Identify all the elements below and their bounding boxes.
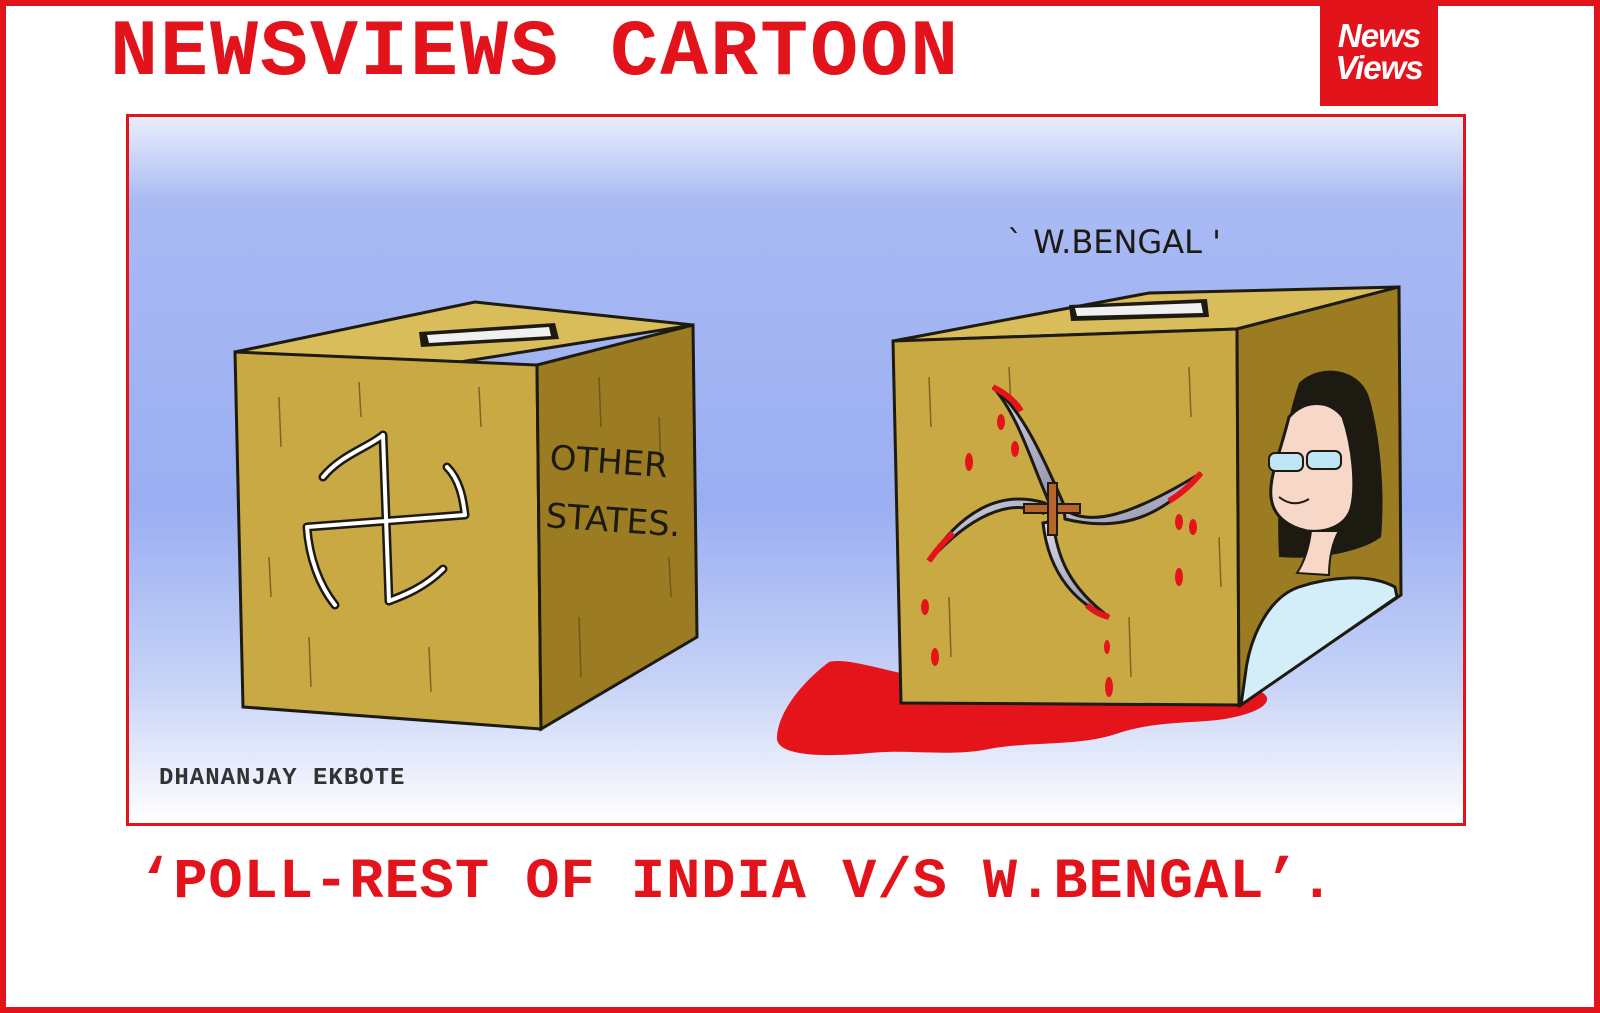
politician-figure	[1239, 370, 1399, 709]
logo-line-views: Views	[1335, 49, 1423, 86]
logo-line-news: News	[1337, 17, 1421, 54]
cartoon-caption: ‘POLL-REST OF INDIA V/S W.BENGAL’.	[138, 851, 1335, 915]
page-title: NEWSVIEWS CARTOON	[110, 8, 961, 99]
left-box-label-line1: OTHER	[548, 438, 669, 486]
cartoon-panel: OTHER STATES.	[126, 114, 1466, 826]
bloody-sickle-swastika-icon	[926, 384, 1204, 620]
ballot-box-w-bengal: ` W.BENGAL '	[891, 223, 1403, 709]
cartoon-illustration: OTHER STATES.	[129, 117, 1463, 823]
left-box-label-line2: STATES.	[544, 496, 681, 545]
ballot-box-other-states: OTHER STATES.	[233, 300, 699, 732]
newsviews-logo: News Views	[1320, 6, 1438, 106]
artist-credit: DHANANJAY EKBOTE	[159, 765, 406, 792]
right-box-label: ` W.BENGAL '	[1007, 223, 1221, 261]
blood-drops	[921, 414, 1197, 697]
